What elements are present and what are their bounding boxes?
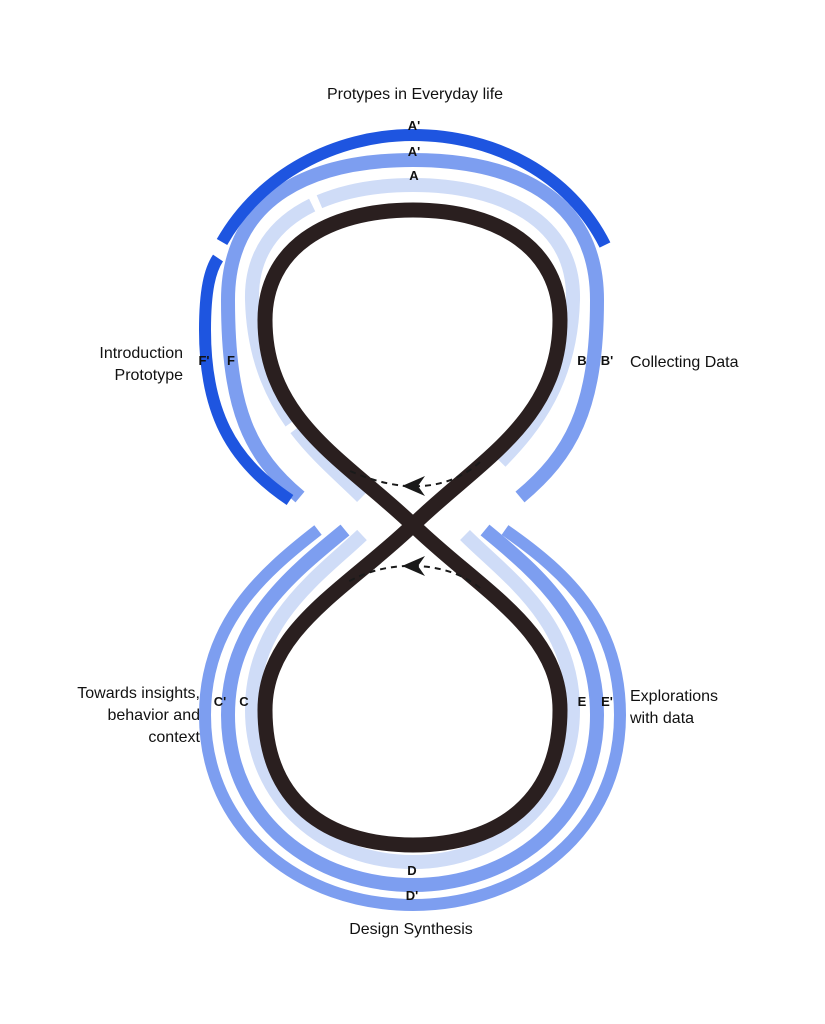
lower-inner-band: [244, 529, 581, 870]
marker-right-lower-outer: E': [601, 694, 613, 709]
marker-top-outer: A': [407, 118, 421, 133]
lower-outer-band: [198, 525, 627, 912]
upper-arrowhead: [402, 476, 425, 496]
label-top: Protypes in Everyday life: [326, 86, 504, 103]
upper-middle-band: [220, 152, 605, 503]
marker-right-lower-inner: E: [577, 694, 587, 709]
marker-left-lower-outer: C': [213, 694, 227, 709]
marker-left-upper-inner: F: [227, 353, 235, 368]
marker-left-lower-inner: C: [239, 694, 249, 709]
lower-arrowhead: [402, 556, 425, 576]
label-right-lower: Explorations with data: [630, 688, 719, 727]
marker-bottom-inner: D: [407, 863, 417, 878]
marker-top-inner: A: [409, 168, 419, 183]
upper-outer-band: [198, 254, 294, 505]
label-left-lower: Towards insights, behavior and context: [77, 685, 200, 746]
marker-right-upper-inner: B: [577, 353, 587, 368]
marker-bottom-outer: D': [405, 888, 419, 903]
marker-top-middle: A': [407, 144, 421, 159]
marker-left-upper-outer: F': [198, 353, 210, 368]
upper-outer-arc: [216, 128, 611, 248]
marker-right-upper-outer: B': [600, 353, 614, 368]
upper-inner-band: [244, 177, 581, 502]
lower-middle-band: [220, 524, 605, 893]
figure-eight-path: [257, 202, 568, 853]
label-bottom: Design Synthesis: [349, 921, 473, 938]
label-left-upper: Introduction Prototype: [99, 345, 183, 384]
label-right-upper: Collecting Data: [630, 354, 739, 371]
